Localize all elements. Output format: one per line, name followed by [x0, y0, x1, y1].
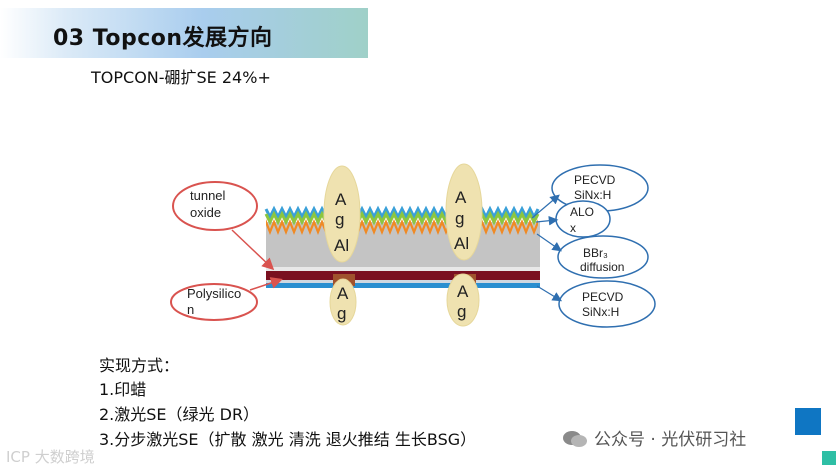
- ag-contact-bottom-right: [446, 273, 480, 327]
- ag-label-g-top-left: g: [335, 210, 344, 229]
- method-item-1: 1.印蜡: [99, 380, 147, 399]
- arrow-pecvd-front: [531, 194, 560, 219]
- watermark-right: 公众号 · 光伏研习社: [562, 425, 746, 450]
- callout-pecvd-rear-line1: PECVD: [582, 290, 624, 304]
- callout-bbr3-line1: BBr₃: [583, 246, 608, 260]
- arrow-polysilicon: [249, 277, 283, 291]
- rear-sinx-layer: [266, 283, 540, 288]
- polysilicon-layer: [266, 271, 540, 280]
- ag-label-a-top-right: A: [455, 188, 467, 207]
- method-item-2: 2.激光SE（绿光 DR）: [99, 405, 260, 424]
- callout-tunnel-oxide-line2: oxide: [190, 205, 221, 220]
- zigzag-sinx-layer: [264, 205, 540, 221]
- corner-square-teal: [822, 451, 836, 465]
- ag-label-g-bottom-right: g: [457, 302, 466, 321]
- callout-tunnel-oxide-line1: tunnel: [190, 188, 226, 203]
- callout-bbr3-line2: diffusion: [580, 260, 624, 274]
- page-subtitle: TOPCON-硼扩SE 24%+: [91, 68, 271, 87]
- ag-label-g-bottom-left: g: [337, 304, 346, 323]
- callout-pecvd-front-line2: SiNx:H: [574, 188, 611, 202]
- arrow-alox: [535, 215, 559, 226]
- page-title: 03 Topcon发展方向: [53, 26, 273, 51]
- ag-label-g-top-right: g: [455, 209, 464, 228]
- callout-pecvd-front-line1: PECVD: [574, 173, 616, 187]
- callout-polysilicon-line2: n: [187, 302, 194, 317]
- title-banner: [0, 8, 368, 58]
- tunnel-oxide-layer: [266, 267, 540, 271]
- ag-label-a-bottom-left: A: [337, 284, 349, 303]
- corner-square-blue: [795, 408, 821, 435]
- callout-alox-line1: ALO: [570, 205, 594, 219]
- arrow-bbr3: [536, 233, 562, 252]
- rear-interlayer: [266, 280, 540, 283]
- al-label-top-left: Al: [334, 236, 349, 255]
- ag-label-a-bottom-right: A: [457, 282, 469, 301]
- ag-contact-bottom-left: [329, 278, 357, 326]
- watermark-left: ICP 大数跨境: [6, 448, 95, 466]
- wechat-icon: [563, 431, 587, 447]
- ag-contact-top-left: [323, 165, 361, 263]
- ag-label-a-top-left: A: [335, 190, 347, 209]
- callout-bbr3: [557, 235, 649, 279]
- method-item-3: 3.分步激光SE（扩散 激光 清洗 退火推结 生长BSG）: [99, 430, 477, 449]
- callout-tunnel-oxide: [172, 181, 258, 231]
- al-label-top-right: Al: [454, 234, 469, 253]
- methods-heading: 实现方式：: [99, 356, 180, 375]
- zigzag-alox-layer: [264, 210, 540, 226]
- silicon-substrate: [266, 222, 540, 267]
- callout-pecvd-rear: [558, 280, 656, 328]
- ag-contact-top-right: [445, 163, 483, 261]
- callout-polysilicon-line1: Polysilico: [187, 286, 241, 301]
- arrow-tunnel-oxide: [231, 229, 275, 271]
- callout-pecvd-rear-line2: SiNx:H: [582, 305, 619, 319]
- arrow-pecvd-rear: [536, 285, 563, 302]
- callout-polysilicon: [170, 283, 258, 321]
- watermark-right-text: 公众号 · 光伏研习社: [594, 430, 747, 450]
- callout-alox-line2: x: [570, 221, 576, 235]
